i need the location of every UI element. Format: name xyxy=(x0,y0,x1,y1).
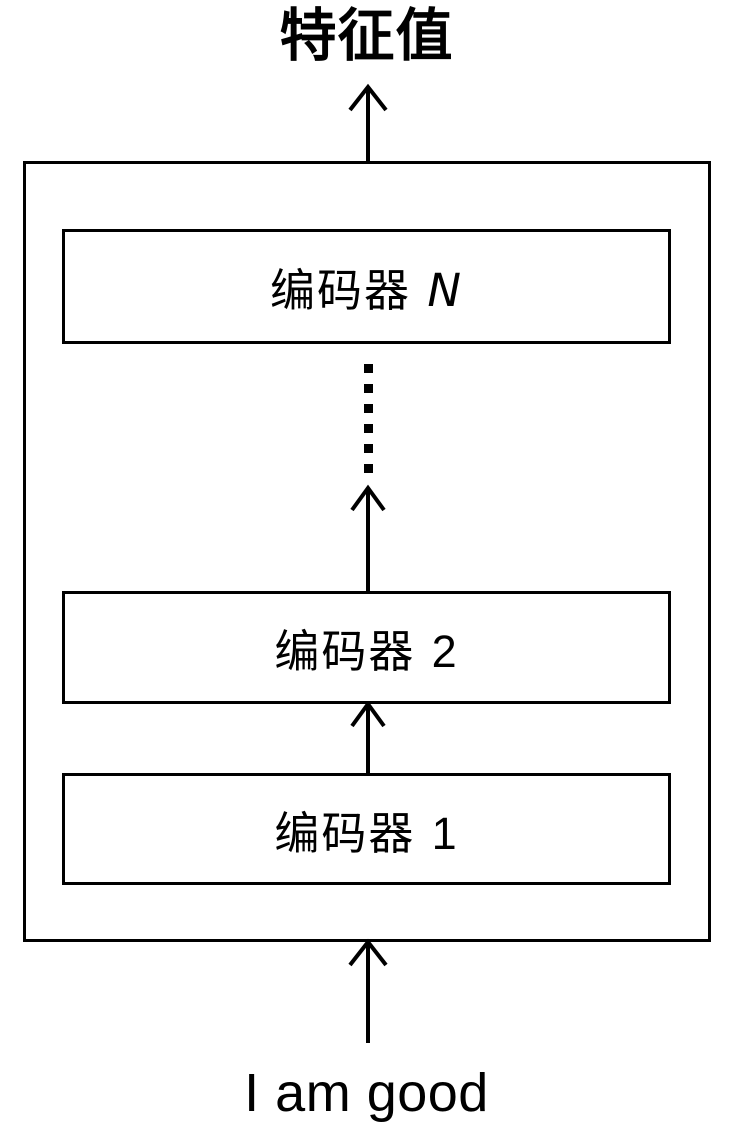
encoder-stack-container xyxy=(23,161,711,942)
encoder-2-index: 2 xyxy=(431,626,459,677)
encoder-n-spacer xyxy=(411,264,427,317)
encoder-box-1[interactable]: 编码器 1 xyxy=(62,773,671,885)
encoder-box-2[interactable]: 编码器 2 xyxy=(62,591,671,704)
encoder-1-prefix: 编码器 xyxy=(274,806,416,860)
arrow-encoder1-to-encoder2-icon xyxy=(350,700,386,773)
encoder-box-n[interactable]: 编码器 N xyxy=(62,229,671,344)
encoder-1-index: 1 xyxy=(431,807,459,859)
encoder-n-prefix: 编码器 xyxy=(270,264,412,317)
encoder-2-prefix: 编码器 xyxy=(274,625,416,678)
encoder-1-label: 编码器 1 xyxy=(65,797,668,862)
arrow-output-icon xyxy=(348,83,388,161)
encoder-n-index: N xyxy=(427,264,463,317)
encoder-2-label: 编码器 2 xyxy=(65,615,668,680)
encoder-2-spacer xyxy=(415,625,431,678)
encoder-n-label: 编码器 N xyxy=(65,254,668,319)
arrow-input-icon xyxy=(348,938,388,1043)
encoder-1-spacer xyxy=(415,807,431,860)
arrow-encoder2-to-ellipsis-icon xyxy=(350,484,386,591)
output-label: 特征值 xyxy=(279,3,454,69)
vertical-ellipsis-icon xyxy=(364,364,373,473)
input-label: I am good xyxy=(244,1063,489,1123)
